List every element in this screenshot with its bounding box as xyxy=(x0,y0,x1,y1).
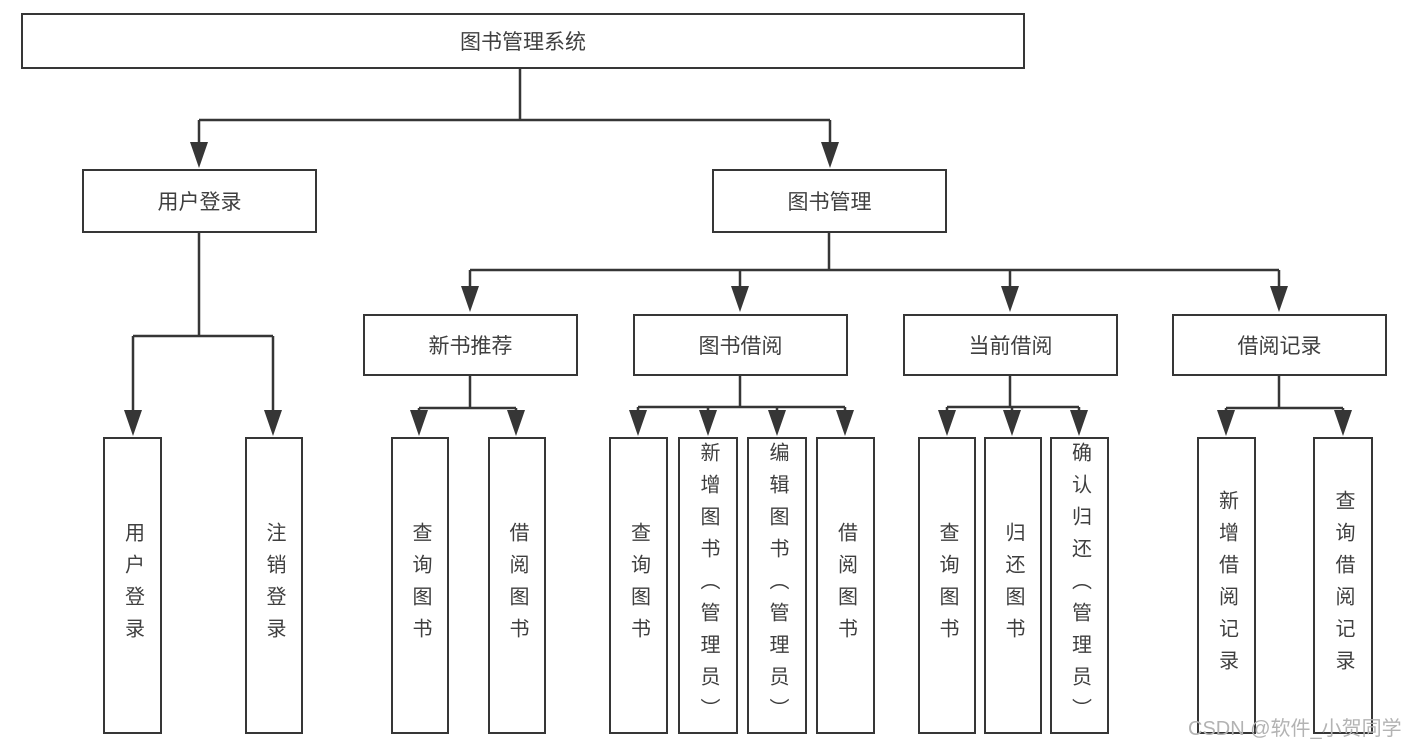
node-borrowing-records: 借阅记录 xyxy=(1172,314,1387,376)
node-leaf-query-books-1: 查询图书 xyxy=(391,437,449,734)
node-leaf-edit-books-admin: 编辑图书（管理员） xyxy=(747,437,807,734)
node-book-borrowing: 图书借阅 xyxy=(633,314,848,376)
node-leaf-borrow-books-2: 借阅图书 xyxy=(816,437,875,734)
node-leaf-logout: 注销登录 xyxy=(245,437,303,734)
connector-newbook-leaves xyxy=(417,376,518,418)
node-user-login: 用户登录 xyxy=(82,169,317,233)
connector-userlogin-leaves xyxy=(131,233,275,418)
node-leaf-add-books-admin: 新增图书（管理员） xyxy=(678,437,738,734)
arrowheads xyxy=(124,142,1352,436)
connector-bookmgmt-to-level3 xyxy=(468,233,1281,294)
watermark: CSDN @软件_小贺同学 xyxy=(1188,718,1402,740)
node-leaf-return-books: 归还图书 xyxy=(984,437,1042,734)
node-leaf-confirm-return-admin: 确认归还（管理员） xyxy=(1050,437,1109,734)
node-leaf-query-borrow-record: 查询借阅记录 xyxy=(1313,437,1373,734)
node-new-book-recommendation: 新书推荐 xyxy=(363,314,578,376)
node-root: 图书管理系统 xyxy=(21,13,1025,69)
node-leaf-add-borrow-record: 新增借阅记录 xyxy=(1197,437,1256,734)
node-book-management: 图书管理 xyxy=(712,169,947,233)
node-leaf-query-books-2: 查询图书 xyxy=(609,437,668,734)
connector-records-leaves xyxy=(1224,376,1345,418)
node-current-borrowing: 当前借阅 xyxy=(903,314,1118,376)
connector-bookborrow-leaves xyxy=(636,375,847,418)
node-leaf-user-login: 用户登录 xyxy=(103,437,162,734)
node-leaf-borrow-books-1: 借阅图书 xyxy=(488,437,546,734)
connector-root-to-level2 xyxy=(197,69,832,150)
node-leaf-query-books-3: 查询图书 xyxy=(918,437,976,734)
